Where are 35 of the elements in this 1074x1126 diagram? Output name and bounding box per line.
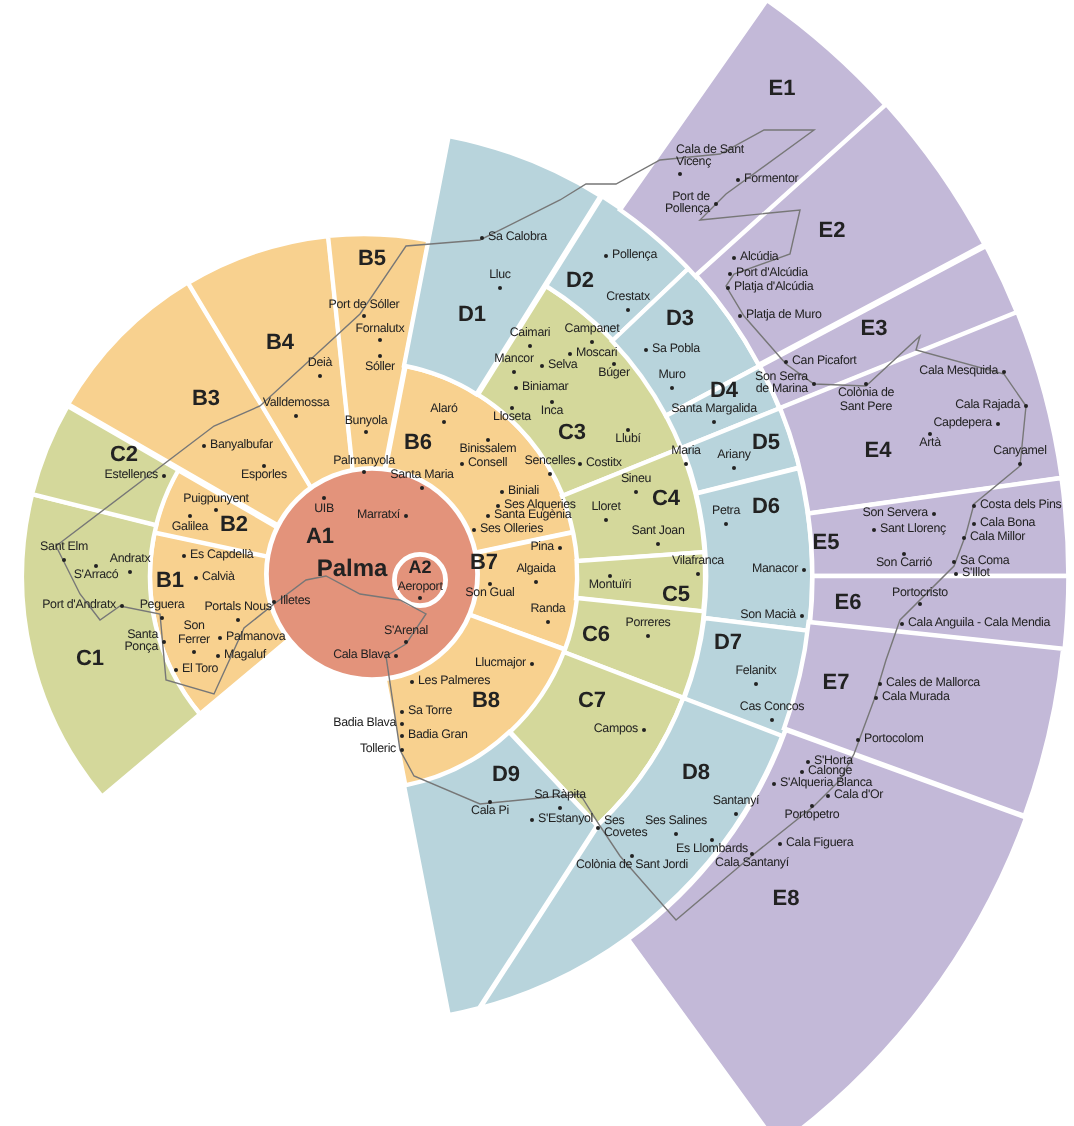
zone-label: D4 bbox=[709, 380, 739, 403]
zone-label: E3 bbox=[860, 318, 888, 341]
zone-label: C5 bbox=[661, 584, 691, 607]
zone-label: C4 bbox=[651, 488, 681, 511]
zone-label: C7 bbox=[577, 690, 607, 713]
zone-label: B1 bbox=[155, 570, 185, 593]
zone-label: E5 bbox=[812, 532, 840, 555]
zone-label: D6 bbox=[751, 496, 781, 519]
zone-label: D3 bbox=[665, 308, 695, 331]
zone-label: C1 bbox=[75, 648, 105, 671]
zone-label: E7 bbox=[822, 672, 850, 695]
zone-label: B4 bbox=[265, 332, 295, 355]
zone-label: B5 bbox=[357, 249, 387, 271]
zone-label: C6 bbox=[581, 624, 611, 647]
zone-label: D5 bbox=[751, 432, 781, 455]
zone-label: D7 bbox=[713, 632, 743, 655]
zone-label: D9 bbox=[491, 764, 521, 787]
zone-label: A1 bbox=[305, 527, 335, 549]
city-name: Palma bbox=[316, 556, 388, 580]
zone-label: E1 bbox=[768, 79, 796, 101]
zone-label: B2 bbox=[219, 515, 249, 537]
zone-label: D2 bbox=[565, 270, 595, 293]
zone-label: B3 bbox=[191, 388, 221, 411]
zone-label: E6 bbox=[834, 593, 862, 615]
zone-label: C3 bbox=[557, 422, 587, 445]
zone-label: C2 bbox=[109, 445, 139, 467]
zone-label: D1 bbox=[457, 304, 487, 327]
zone-label: B6 bbox=[403, 432, 433, 455]
zone-label: B7 bbox=[469, 552, 499, 575]
zone-label: E2 bbox=[818, 220, 846, 243]
zone-label: A2 bbox=[408, 559, 432, 577]
zone-label: D8 bbox=[681, 762, 711, 785]
zone-label: E4 bbox=[864, 440, 892, 463]
zone-label: E8 bbox=[772, 888, 800, 911]
zone-label: B8 bbox=[471, 690, 501, 713]
